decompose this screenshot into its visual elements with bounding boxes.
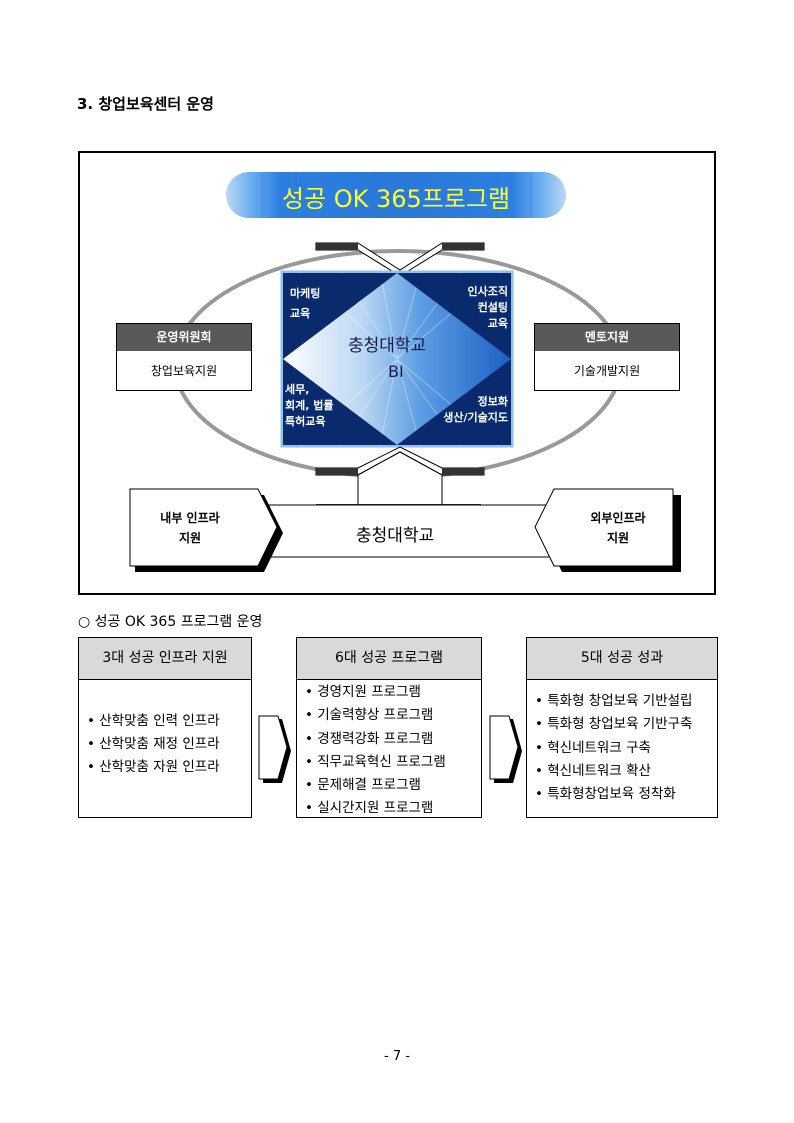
list-item: • 특화형 창업보육 기반구축 <box>535 716 693 733</box>
steering-committee-header: 운영위원회 <box>117 324 251 351</box>
quadrant-bottom-left: 세무, 회계, 법률 특허교육 <box>285 382 334 430</box>
internal-infra-line-1: 내부 인프라 <box>160 511 220 525</box>
corner-bottom-right <box>397 359 511 445</box>
label-it: 정보화 <box>477 395 508 408</box>
label-production: 생산/기술지도 <box>443 411 508 424</box>
quadrant-bottom-right: 정보화 생산/기술지도 <box>430 394 508 426</box>
list-item: • 직무교육혁신 프로그램 <box>305 753 446 770</box>
list-item: • 혁신네트워크 확산 <box>535 762 651 779</box>
right-infra-shape <box>534 488 674 567</box>
section-heading: 3. 창업보육센터 운영 <box>77 95 214 113</box>
list-item: • 문제해결 프로그램 <box>305 777 421 794</box>
banner-title: 성공 OK 365프로그램 <box>281 185 511 213</box>
label-patent: 특허교육 <box>285 415 326 428</box>
list-item: • 산학맞춤 재정 인프라 <box>87 736 220 752</box>
list-item: • 산학맞춤 자원 인프라 <box>87 759 220 775</box>
success-outcome-header: 5대 성공 성과 <box>527 638 717 680</box>
label-marketing: 마케팅 <box>290 287 321 300</box>
quadrant-top-right: 인사조직 컨설팅 교육 <box>448 284 508 332</box>
success-outcome-column: 5대 성공 성과 • 특화형 창업보육 기반설립 • 특화형 창업보육 기반구축… <box>526 637 718 818</box>
success-program-header: 6대 성공 프로그램 <box>297 638 481 680</box>
infra-support-list: • 산학맞춤 인력 인프라 • 산학맞춤 재정 인프라 • 산학맞춤 자원 인프… <box>79 680 251 779</box>
list-item: • 특화형 창업보육 기반설립 <box>535 693 693 709</box>
external-infra-label: 외부인프라 지원 <box>566 508 670 548</box>
program-subheading: ○ 성공 OK 365 프로그램 운영 <box>78 614 263 630</box>
page-number: - 7 - <box>384 1049 410 1064</box>
mentor-support-box: 멘토지원 기술개발지원 <box>534 323 680 391</box>
quadrant-top-left: 마케팅 교육 <box>290 286 320 322</box>
label-law: 회계, 법률 <box>285 399 334 412</box>
label-hr: 인사조직 <box>467 285 508 298</box>
success-outcome-list: • 특화형 창업보육 기반설립 • 특화형 창업보육 기반구축 • 혁신네트워크… <box>527 680 717 806</box>
arrow-1 <box>258 715 288 780</box>
success-program-column: 6대 성공 프로그램 • 경영지원 프로그램 • 기술력향상 프로그램 • 경쟁… <box>296 637 482 818</box>
external-infra-line-1: 외부인프라 <box>590 511 646 525</box>
list-item: • 경영지원 프로그램 <box>305 684 421 700</box>
internal-infra-line-2: 지원 <box>178 531 202 545</box>
mentor-support-header: 멘토지원 <box>535 324 679 351</box>
list-item: • 특화형창업보육 정착화 <box>535 786 676 803</box>
mentor-support-body: 기술개발지원 <box>573 364 641 378</box>
label-tax: 세무, <box>285 383 310 396</box>
bottom-base-box <box>245 504 557 558</box>
infra-support-column: 3대 성공 인프라 지원 • 산학맞춤 인력 인프라 • 산학맞춤 재정 인프라… <box>78 637 252 818</box>
list-item: • 산학맞춤 인력 인프라 <box>87 713 220 729</box>
list-item: • 경쟁력강화 프로그램 <box>305 730 434 747</box>
corner-bottom-left <box>283 359 397 445</box>
list-item: • 혁신네트워크 구축 <box>535 739 651 756</box>
program-banner <box>226 172 566 218</box>
bottom-base-label: 충청대학교 <box>356 526 435 546</box>
internal-infra-label: 내부 인프라 지원 <box>140 508 240 548</box>
steering-committee-body: 창업보육지원 <box>150 364 218 378</box>
center-bi: BI <box>388 362 404 381</box>
corner-top-right <box>397 273 511 359</box>
corner-top-left <box>283 273 397 359</box>
infra-support-header: 3대 성공 인프라 지원 <box>79 638 251 680</box>
label-consulting: 컨설팅 <box>477 301 508 314</box>
center-title: 충청대학교 <box>348 336 427 356</box>
success-program-list: • 경영지원 프로그램 • 기술력향상 프로그램 • 경쟁력강화 프로그램 • … <box>297 680 481 821</box>
external-infra-line-2: 지원 <box>606 531 630 545</box>
list-item: • 실시간지원 프로그램 <box>305 800 434 817</box>
left-infra-shape <box>129 488 278 567</box>
list-item: • 기술력향상 프로그램 <box>305 707 434 724</box>
steering-committee-box: 운영위원회 창업보육지원 <box>116 323 252 391</box>
label-education: 교육 <box>290 307 311 320</box>
arrow-2 <box>489 715 519 780</box>
label-education-2: 교육 <box>487 317 508 330</box>
